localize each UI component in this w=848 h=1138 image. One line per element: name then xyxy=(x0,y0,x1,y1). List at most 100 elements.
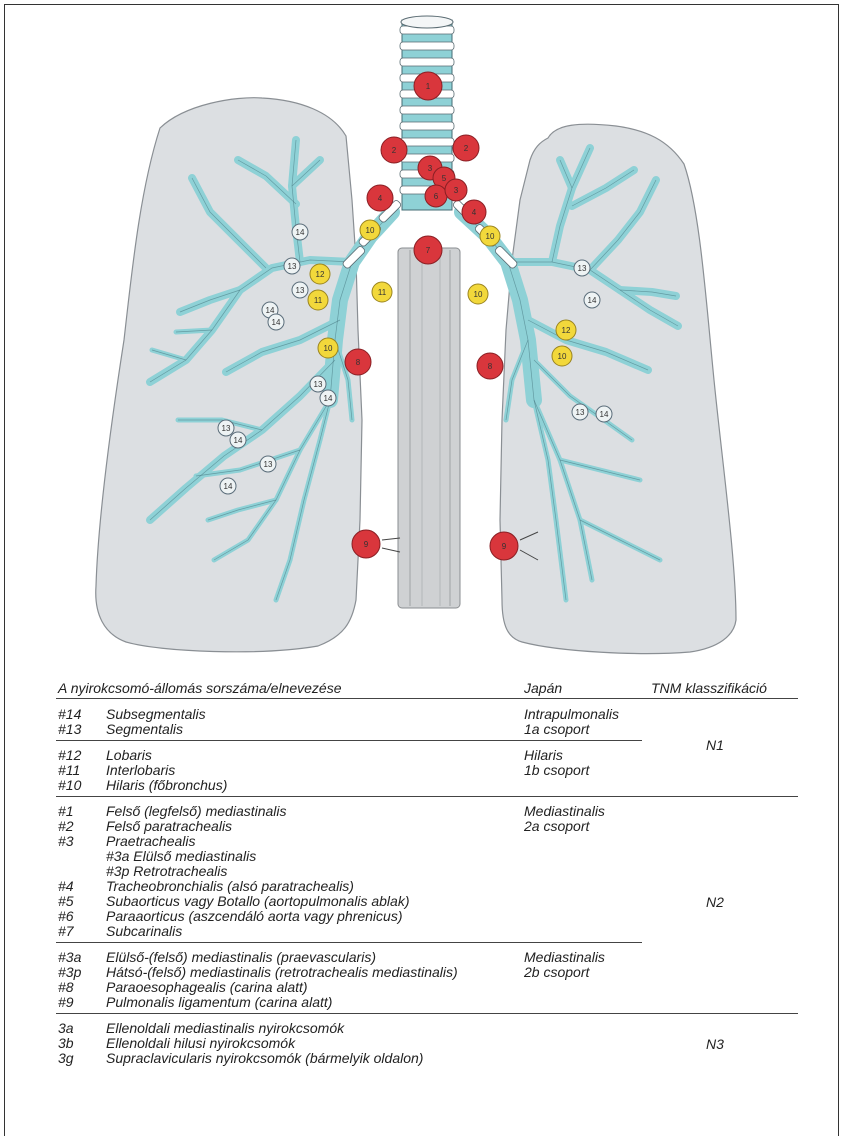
outline-lymph-node: 14 xyxy=(292,224,308,240)
row-num: #1 xyxy=(58,803,74,819)
header-tnm: TNM klasszifikáció xyxy=(651,680,767,696)
header-rule xyxy=(56,698,798,699)
row-num: 3g xyxy=(58,1050,74,1066)
yellow-lymph-node: 10 xyxy=(318,338,338,358)
outline-node-label: 14 xyxy=(234,436,243,445)
japan-group: Mediastinalis xyxy=(524,803,605,819)
outline-node-label: 13 xyxy=(578,264,587,273)
outline-node-label: 14 xyxy=(324,394,333,403)
outline-node-label: 14 xyxy=(296,228,305,237)
japan-group: Intrapulmonalis xyxy=(524,706,619,722)
row-name: Ellenoldali mediastinalis nyirokcsomók xyxy=(106,1020,344,1036)
red-lymph-node: 8 xyxy=(477,353,503,379)
row-num: #12 xyxy=(58,747,81,763)
outline-lymph-node: 13 xyxy=(310,376,326,392)
row-num: #9 xyxy=(58,994,74,1010)
yellow-node-label: 10 xyxy=(324,344,333,353)
outline-lymph-node: 14 xyxy=(584,292,600,308)
ligament-line xyxy=(382,538,400,540)
red-node-label: 8 xyxy=(356,358,361,367)
row-num: #10 xyxy=(58,777,81,793)
red-node-label: 6 xyxy=(434,192,439,201)
yellow-lymph-node: 12 xyxy=(310,264,330,284)
red-lymph-node: 4 xyxy=(367,185,393,211)
row-num: #3 xyxy=(58,833,74,849)
row-name: Subaorticus vagy Botallo (aortopulmonali… xyxy=(106,893,410,909)
outline-lymph-node: 14 xyxy=(220,478,236,494)
trachea-ring xyxy=(400,58,454,66)
row-num: #3a xyxy=(58,949,81,965)
outline-lymph-node: 13 xyxy=(292,282,308,298)
red-lymph-node: 2 xyxy=(453,135,479,161)
red-node-label: 8 xyxy=(488,362,493,371)
row-name: Felső (legfelső) mediastinalis xyxy=(106,803,287,819)
yellow-node-label: 10 xyxy=(366,226,375,235)
row-num: #13 xyxy=(58,721,81,737)
outline-lymph-node: 13 xyxy=(574,260,590,276)
red-node-label: 1 xyxy=(426,82,431,91)
trachea-ring xyxy=(400,138,454,146)
yellow-node-label: 12 xyxy=(562,326,571,335)
japan-group: Hilaris xyxy=(524,747,563,763)
red-lymph-node: 9 xyxy=(352,530,380,558)
outline-node-label: 13 xyxy=(288,262,297,271)
outline-node-label: 14 xyxy=(600,410,609,419)
row-name: Subcarinalis xyxy=(106,923,182,939)
japan-group: 2a csoport xyxy=(524,818,589,834)
yellow-lymph-node: 10 xyxy=(468,284,488,304)
yellow-node-label: 12 xyxy=(316,270,325,279)
yellow-lymph-node: 10 xyxy=(552,346,572,366)
row-name: Hátsó-(felső) mediastinalis (retrotrache… xyxy=(106,964,458,980)
red-node-label: 9 xyxy=(502,542,507,551)
red-node-label: 4 xyxy=(472,208,477,217)
group-rule xyxy=(56,740,642,741)
japan-group: 2b csoport xyxy=(524,964,589,980)
header-japan: Japán xyxy=(524,680,562,696)
yellow-lymph-node: 11 xyxy=(372,282,392,302)
trachea-ring xyxy=(400,122,454,130)
yellow-node-label: 11 xyxy=(314,296,323,305)
row-name: Paraoesophagealis (carina alatt) xyxy=(106,979,308,995)
row-name: Paraaorticus (aszcendáló aorta vagy phre… xyxy=(106,908,403,924)
row-num: #2 xyxy=(58,818,74,834)
outline-node-label: 13 xyxy=(314,380,323,389)
tnm-n2: N2 xyxy=(706,894,724,910)
row-name: Felső paratrachealis xyxy=(106,818,232,834)
row-num: 3a xyxy=(58,1020,74,1036)
red-lymph-node: 2 xyxy=(381,137,407,163)
outline-node-label: 14 xyxy=(588,296,597,305)
group-rule xyxy=(56,942,642,943)
red-lymph-node: 3 xyxy=(445,179,467,201)
row-num: #14 xyxy=(58,706,81,722)
outline-lymph-node: 14 xyxy=(320,390,336,406)
tnm-n1: N1 xyxy=(706,737,724,753)
red-lymph-node: 1 xyxy=(414,72,442,100)
group-rule xyxy=(56,1013,798,1014)
red-node-label: 2 xyxy=(392,146,397,155)
red-node-label: 7 xyxy=(426,246,431,255)
outline-node-label: 14 xyxy=(266,306,275,315)
row-name: #3p Retrotrachealis xyxy=(106,863,227,879)
row-num: #5 xyxy=(58,893,74,909)
red-node-label: 3 xyxy=(454,186,459,195)
row-name: Hilaris (főbronchus) xyxy=(106,777,227,793)
red-node-label: 2 xyxy=(464,144,469,153)
red-node-label: 3 xyxy=(428,164,433,173)
yellow-lymph-node: 10 xyxy=(360,220,380,240)
row-name: Lobaris xyxy=(106,747,152,763)
outline-node-label: 13 xyxy=(296,286,305,295)
yellow-node-label: 10 xyxy=(474,290,483,299)
yellow-lymph-node: 12 xyxy=(556,320,576,340)
outline-lymph-node: 13 xyxy=(284,258,300,274)
group-rule xyxy=(56,796,798,797)
outline-node-label: 13 xyxy=(264,460,273,469)
red-lymph-node: 8 xyxy=(345,349,371,375)
outline-lymph-node: 13 xyxy=(260,456,276,472)
outline-lymph-node: 14 xyxy=(268,314,284,330)
outline-lymph-node: 14 xyxy=(230,432,246,448)
esophagus xyxy=(398,248,460,608)
yellow-lymph-node: 11 xyxy=(308,290,328,310)
header-station: A nyirokcsomó-állomás sorszáma/elnevezés… xyxy=(58,680,341,696)
red-node-label: 4 xyxy=(378,194,383,203)
yellow-node-label: 10 xyxy=(558,352,567,361)
